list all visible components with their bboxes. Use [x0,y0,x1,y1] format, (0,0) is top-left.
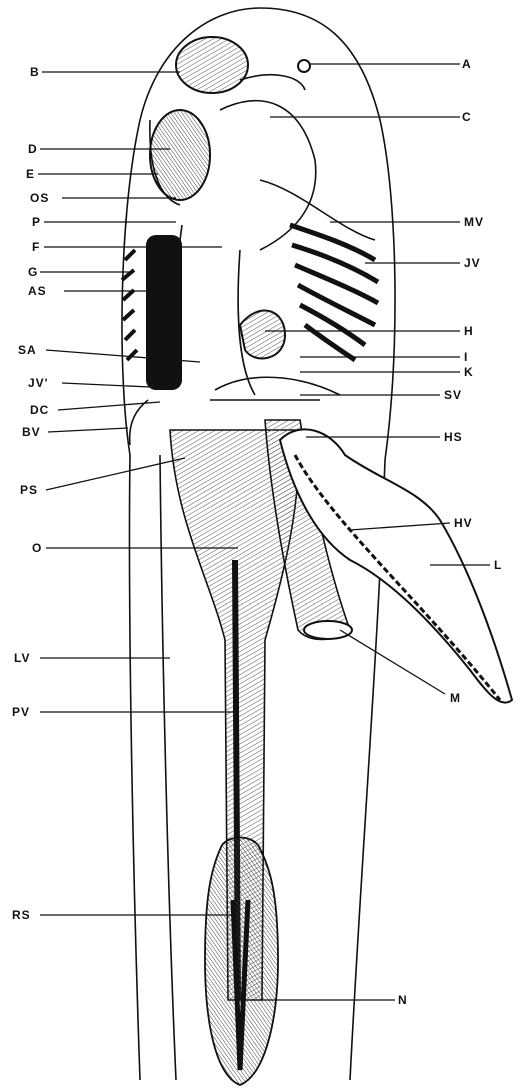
label-C: C [462,110,472,124]
label-SA: SA [18,343,37,357]
leader-M [340,630,445,694]
label-HS: HS [444,430,463,444]
label-L: L [494,558,502,572]
label-I: I [464,350,468,364]
leader-BV [48,428,128,432]
label-F: F [32,240,40,254]
label-MV: MV [464,215,484,229]
rugose-organ [205,838,278,1086]
label-D: D [28,142,38,156]
label-LV: LV [14,651,30,665]
leader-JV2 [62,383,150,387]
label-AS: AS [28,284,47,298]
label-BV: BV [22,425,41,439]
label-B: B [30,65,40,79]
label-JV2: JV' [28,376,49,390]
leader-PS [46,458,185,490]
label-P: P [32,215,41,229]
label-N: N [398,993,408,1007]
label-E: E [26,167,35,181]
label-PV: PV [12,705,30,719]
label-RS: RS [12,908,31,922]
label-HV: HV [454,516,473,530]
label-DC: DC [30,403,49,417]
label-PS: PS [20,483,38,497]
label-OS: OS [30,191,49,205]
label-JV: JV [464,256,481,270]
leader-DC [58,402,160,410]
label-O: O [32,541,42,555]
label-M: M [450,691,461,705]
label-G: G [28,265,38,279]
label-A: A [462,57,472,71]
label-SV: SV [444,388,462,402]
label-K: K [464,365,474,379]
label-H: H [464,324,474,338]
